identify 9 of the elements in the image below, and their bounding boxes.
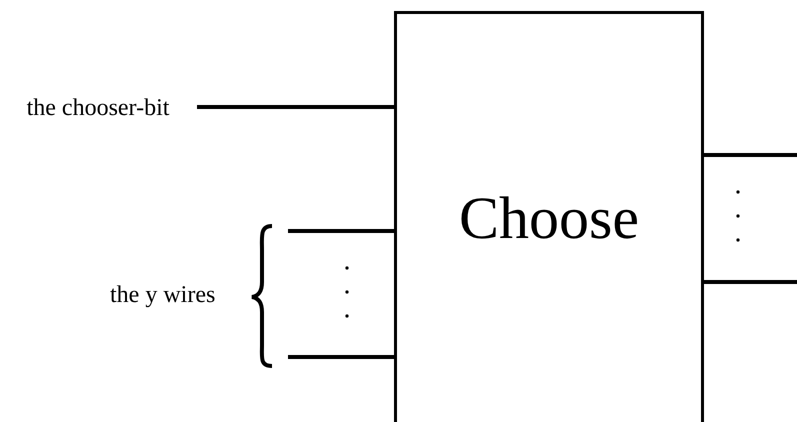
input-wire — [288, 355, 394, 359]
output-wire — [704, 153, 797, 157]
group-label: the y wires — [110, 282, 216, 309]
box-title: Choose — [459, 184, 639, 253]
wire — [197, 105, 394, 109]
input-wire — [288, 229, 394, 233]
process-box — [394, 11, 704, 422]
output-wire — [704, 280, 797, 284]
input-label: the chooser-bit — [26, 94, 170, 122]
